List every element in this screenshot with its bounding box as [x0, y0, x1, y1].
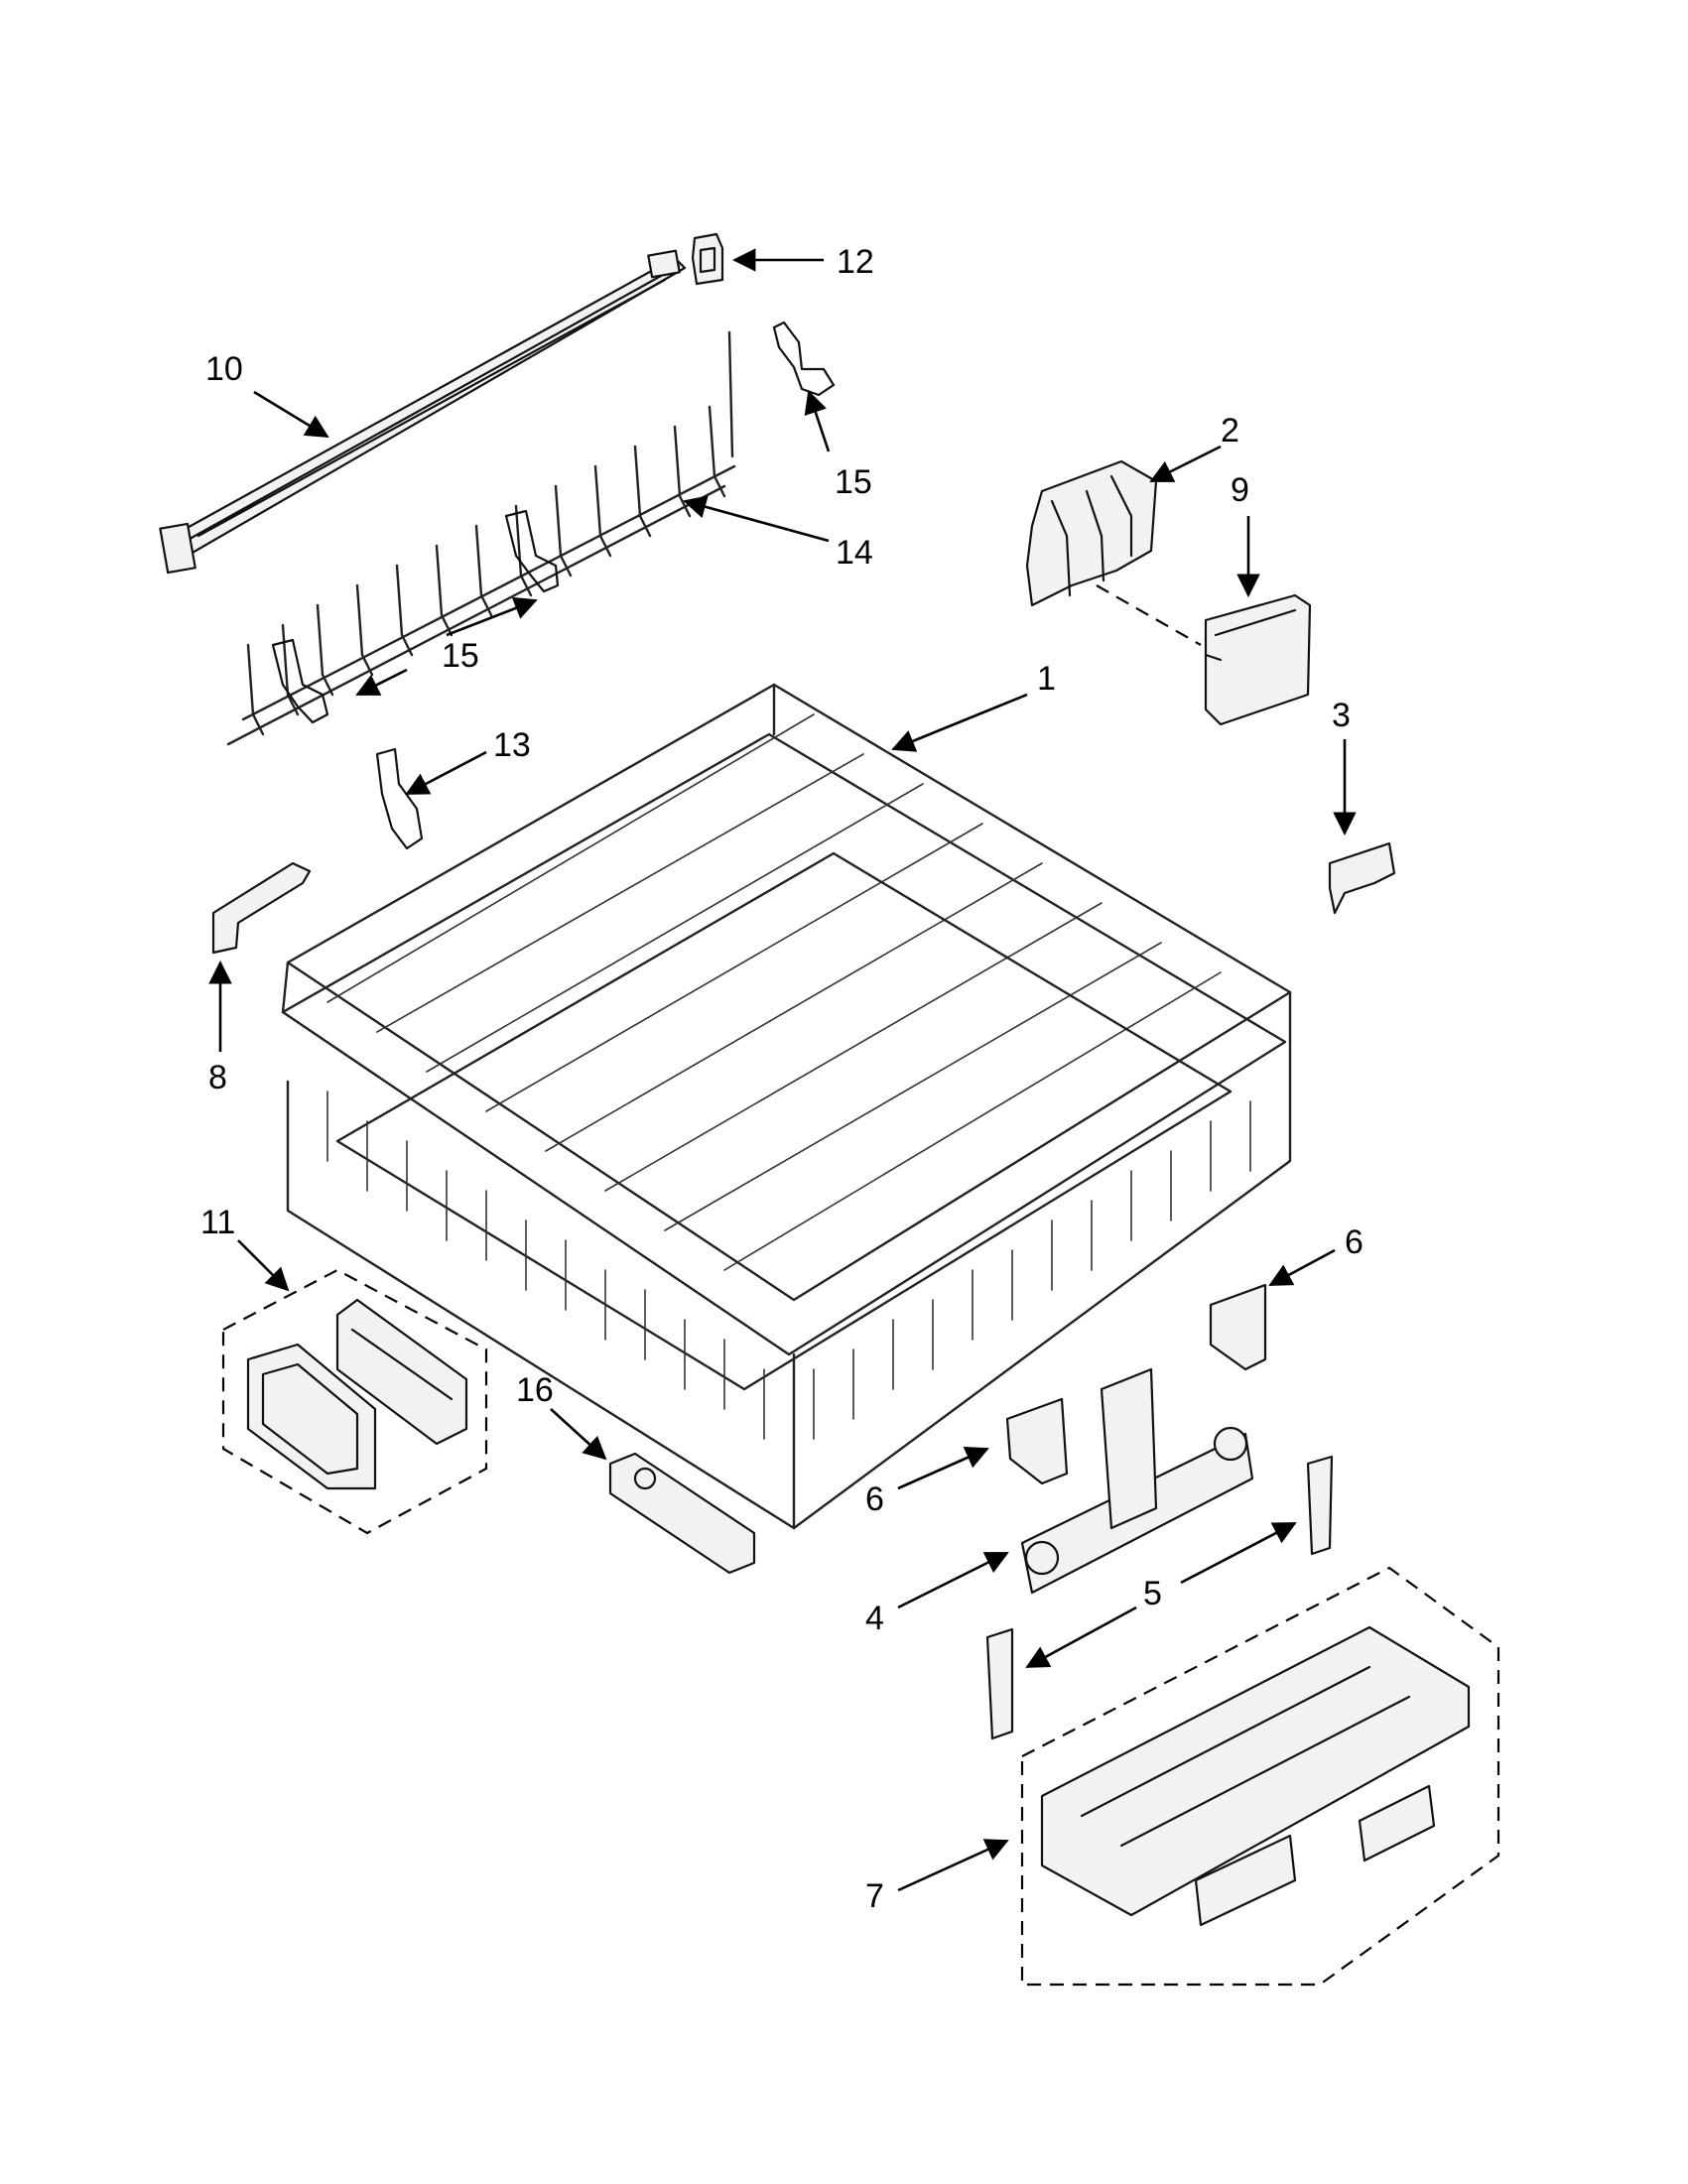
clip-part-6-left: [1005, 1397, 1069, 1485]
callout-11: 11: [200, 1204, 235, 1241]
clip-part-6-right: [1209, 1283, 1267, 1371]
clip-part-12: [691, 232, 724, 286]
leader-11: [237, 1239, 290, 1292]
adjuster-part-4: [1020, 1367, 1254, 1595]
clip-part-8: [211, 861, 312, 955]
callout-12: 12: [837, 243, 874, 281]
leader-lines: [208, 248, 1357, 1892]
callout-6-right: 6: [1345, 1223, 1363, 1261]
slide-part-5-left: [985, 1627, 1014, 1740]
slide-part-5-right: [1306, 1455, 1334, 1556]
callout-13: 13: [493, 726, 531, 764]
clip-part-15-lower: [271, 509, 560, 724]
callout-5: 5: [1143, 1575, 1162, 1612]
clip-part-3: [1328, 841, 1396, 915]
leader-14: [683, 495, 830, 543]
leader-7: [897, 1839, 1009, 1892]
cover-part-9: [1204, 593, 1312, 726]
bracket-part-2: [1025, 459, 1202, 646]
rail-part: [159, 249, 687, 575]
callout-10: 10: [205, 350, 243, 388]
leader-5-right: [1180, 1521, 1297, 1585]
leader-6-right: [1268, 1248, 1336, 1287]
callout-labels: 10 12 15 14 15 2 9 1 13 3 8 11 16 6 6 4 …: [200, 243, 1363, 1915]
basket-part-11: [221, 1268, 488, 1535]
tine-row-part: [226, 330, 736, 746]
tray-part-7: [1020, 1566, 1500, 1987]
callout-7: 7: [865, 1877, 884, 1915]
callout-2: 2: [1221, 412, 1239, 450]
callout-15-lower: 15: [442, 637, 479, 675]
leader-6-left: [897, 1447, 989, 1490]
leader-1: [891, 693, 1028, 752]
leader-10: [253, 390, 329, 439]
callout-14: 14: [836, 534, 873, 572]
leader-4: [897, 1551, 1009, 1609]
callout-16: 16: [516, 1371, 554, 1409]
leader-13: [405, 750, 487, 796]
leader-15b-left: [355, 668, 408, 697]
callout-15-upper: 15: [835, 463, 872, 501]
clip-part-16: [608, 1452, 756, 1575]
leader-2: [1149, 445, 1222, 483]
callout-8: 8: [208, 1059, 227, 1096]
leader-16: [550, 1408, 607, 1461]
upper-rack-part: [281, 683, 1292, 1530]
callout-1: 1: [1037, 660, 1056, 698]
leader-15b-right: [446, 596, 538, 637]
clip-part-13: [375, 747, 424, 850]
leader-15a: [804, 390, 831, 452]
clip-part-15-upper: [772, 321, 836, 397]
callout-3: 3: [1332, 697, 1351, 734]
callout-9: 9: [1231, 471, 1249, 509]
leader-5-left: [1025, 1606, 1137, 1669]
callout-4: 4: [865, 1600, 884, 1637]
callout-6-left: 6: [865, 1480, 884, 1518]
